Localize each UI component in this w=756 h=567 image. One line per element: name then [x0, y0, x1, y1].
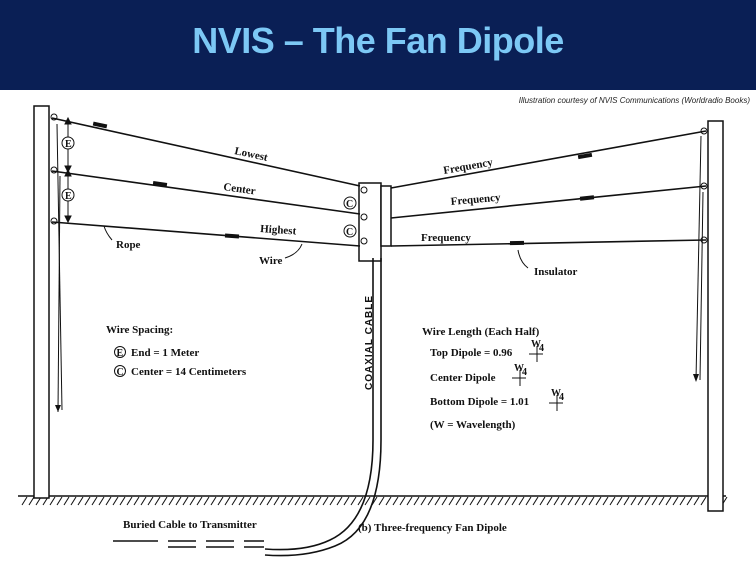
- legend-end-text: End = 1 Meter: [131, 347, 199, 359]
- right-top-wire: [390, 130, 707, 189]
- label-highest: Highest: [260, 223, 297, 238]
- fraction-top: W 4: [529, 339, 544, 362]
- slide-title: NVIS – The Fan Dipole: [192, 20, 564, 61]
- label-wire: Wire: [259, 255, 283, 267]
- label-coaxial-cable: COAXIAL CABLE: [364, 295, 375, 390]
- wire-spacing-title: Wire Spacing:: [106, 324, 173, 336]
- wire-length-center: Center Dipole: [430, 372, 496, 384]
- left-halyard-arrow: [55, 405, 61, 412]
- title-bar: NVIS – The Fan Dipole: [0, 0, 756, 90]
- center-symbol-2: C: [346, 227, 353, 238]
- left-halyard-2: [57, 175, 61, 413]
- right-halyard: [695, 135, 702, 381]
- center-spreader-right: [380, 185, 392, 247]
- label-insulator: Insulator: [534, 266, 578, 278]
- svg-text:4: 4: [522, 367, 527, 378]
- right-middle-wire: [390, 185, 707, 219]
- legend-center-text: Center = 14 Centimeters: [131, 366, 247, 378]
- wire-length-bottom: Bottom Dipole = 1.01: [430, 396, 529, 408]
- left-middle-wire: [51, 170, 361, 215]
- center-spacing-markers: [343, 196, 357, 238]
- svg-text:W: W: [514, 363, 524, 374]
- pulleys: [50, 113, 708, 245]
- wire-length-title: Wire Length (Each Half): [422, 326, 540, 338]
- left-pole: [33, 105, 50, 499]
- insulator-leader: [517, 249, 529, 269]
- label-center: Center: [223, 181, 257, 197]
- label-frequency-bot: Frequency: [421, 232, 471, 244]
- center-spreader: [358, 182, 382, 262]
- legend-end-circle: [114, 346, 126, 358]
- insulators: [92, 121, 595, 246]
- fraction-bottom: W 4: [549, 388, 564, 411]
- left-top-wire: [51, 117, 361, 187]
- legend-end-symbol: E: [117, 348, 124, 359]
- left-bottom-wire: [51, 221, 361, 247]
- left-end-spacing-markers: [61, 116, 75, 224]
- left-end-symbol-1: E: [65, 139, 72, 150]
- wire-leader: [284, 243, 303, 259]
- fraction-center: W 4: [512, 363, 527, 386]
- wire-length-note: (W = Wavelength): [430, 419, 516, 431]
- label-buried-cable: Buried Cable to Transmitter: [123, 519, 257, 531]
- legend-center-symbol: C: [117, 367, 124, 378]
- svg-text:W: W: [531, 339, 541, 350]
- diagram-caption: (b) Three-frequency Fan Dipole: [358, 522, 507, 534]
- svg-text:4: 4: [559, 392, 564, 403]
- svg-text:4: 4: [539, 343, 544, 354]
- right-halyard-arrow: [693, 374, 699, 382]
- right-bottom-wire: [390, 239, 707, 247]
- left-end-symbol-2: E: [65, 191, 72, 202]
- right-pole: [707, 120, 724, 512]
- center-symbol-1: C: [346, 199, 353, 210]
- coaxial-cable-outer: [264, 258, 382, 557]
- wire-length-top: Top Dipole = 0.96: [430, 347, 513, 359]
- label-frequency-mid: Frequency: [450, 192, 501, 208]
- right-halyard-2: [699, 191, 704, 381]
- illustration-credit: Illustration courtesy of NVIS Communicat…: [518, 96, 750, 105]
- svg-text:W: W: [551, 388, 561, 399]
- rope-leader: [103, 225, 113, 241]
- coaxial-cable: [264, 258, 374, 551]
- legend-center-circle: [114, 365, 126, 377]
- label-rope: Rope: [116, 239, 141, 251]
